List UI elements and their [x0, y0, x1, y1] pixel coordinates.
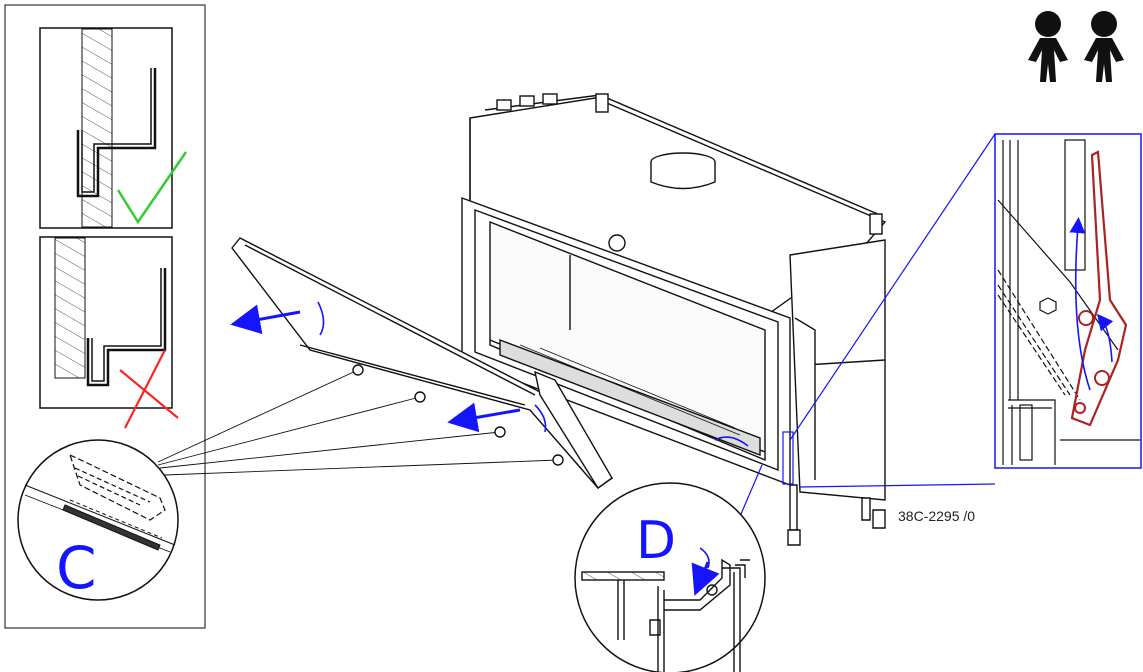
glass-door-panel	[231, 237, 614, 490]
correct-mounting-detail	[39, 27, 173, 229]
left-instruction-panel: C	[4, 4, 206, 629]
detail-c-leader-lines	[157, 369, 559, 476]
hinge-detail-callout-lines	[782, 133, 996, 488]
hinge-detail-box	[994, 133, 1142, 469]
detail-d-magnifier	[574, 482, 766, 672]
detail-c-label: C	[56, 534, 97, 602]
door-removal-arrows	[230, 301, 749, 447]
detail-c-magnifier	[17, 439, 179, 601]
fireplace-unit	[461, 93, 887, 546]
two-persons-icon	[1028, 11, 1124, 82]
cross-icon	[119, 349, 179, 429]
incorrect-mounting-detail	[39, 236, 173, 409]
detail-d-label: D	[636, 511, 676, 571]
check-icon	[116, 151, 188, 225]
drawing-code: 38C-2295 /0	[898, 508, 975, 524]
